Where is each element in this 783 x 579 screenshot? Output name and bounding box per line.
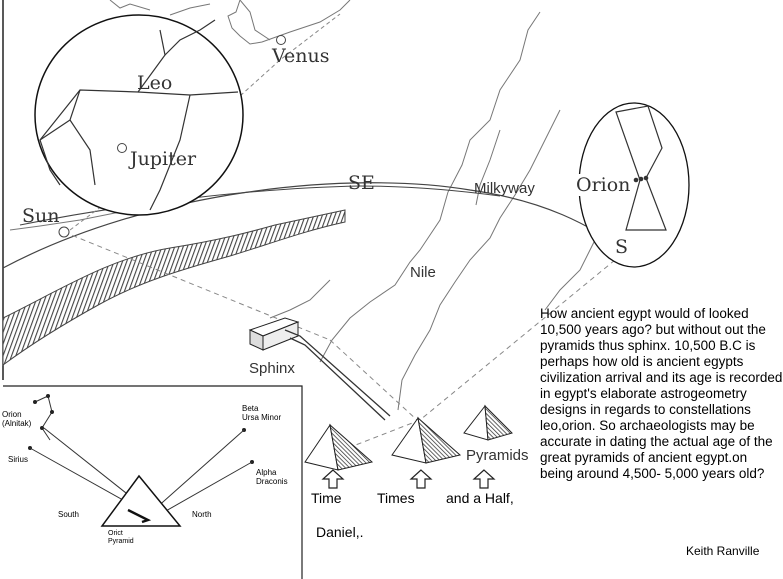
venus-marker [276,35,286,45]
nile-label: Nile [410,264,436,281]
inset-beta-label: Beta Ursa Minor [242,404,282,422]
time-label: Time [311,490,342,506]
pyramids-label: Pyramids [466,447,529,464]
inset-alpha-label: Alpha Draconis [256,468,288,486]
inset-sirius-label: Sirius [8,455,29,464]
description-text: How ancient egypt would of looked 10,500… [540,306,783,481]
daniel-reference: Daniel,. [316,524,364,540]
sphinx-label: Sphinx [249,360,295,377]
inset-pyramid-label: Orict Pyramid [108,530,134,545]
credit-text: Keith Ranville [686,544,760,558]
sun-label: Sun [22,205,60,227]
venus-label: Venus [272,45,330,67]
inset-diagram [28,394,254,527]
orion-constellation [615,105,667,231]
terrain-lines [9,0,601,411]
sight-lines [63,231,616,456]
nile-river [2,209,346,366]
up-arrows [321,469,496,489]
s-label: S [615,236,629,258]
sun-marker [58,226,70,238]
jupiter-marker [117,143,127,153]
inset-orion-label: Orion (Alnitak) [2,410,32,428]
leo-circle [34,14,244,216]
orion-label: Orion [575,174,632,196]
se-label: SE [348,172,375,194]
sky-arc [2,182,641,269]
leo-constellation [39,19,239,211]
leo-label: Leo [137,72,173,94]
pyramids-drawing [304,404,513,471]
milkyway-label: Milkyway [474,180,535,197]
inset-frame [3,385,303,579]
sphinx-drawing [248,317,391,421]
horizon-arc [19,185,501,226]
inset-south-label: South [58,510,79,519]
times-label: Times [377,490,415,506]
half-label: and a Half, [446,490,514,506]
inset-north-label: North [192,510,212,519]
jupiter-label: Jupiter [130,148,197,170]
